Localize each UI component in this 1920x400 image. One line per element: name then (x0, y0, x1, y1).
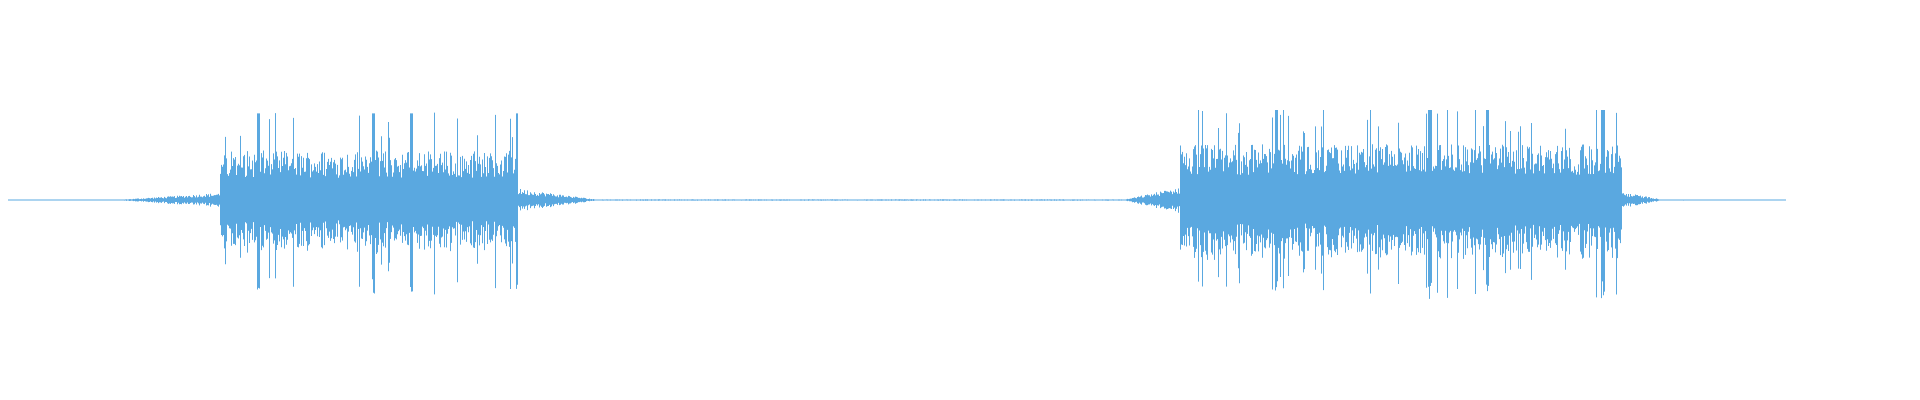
waveform-signal (8, 110, 1786, 299)
waveform-bars (8, 110, 1786, 299)
